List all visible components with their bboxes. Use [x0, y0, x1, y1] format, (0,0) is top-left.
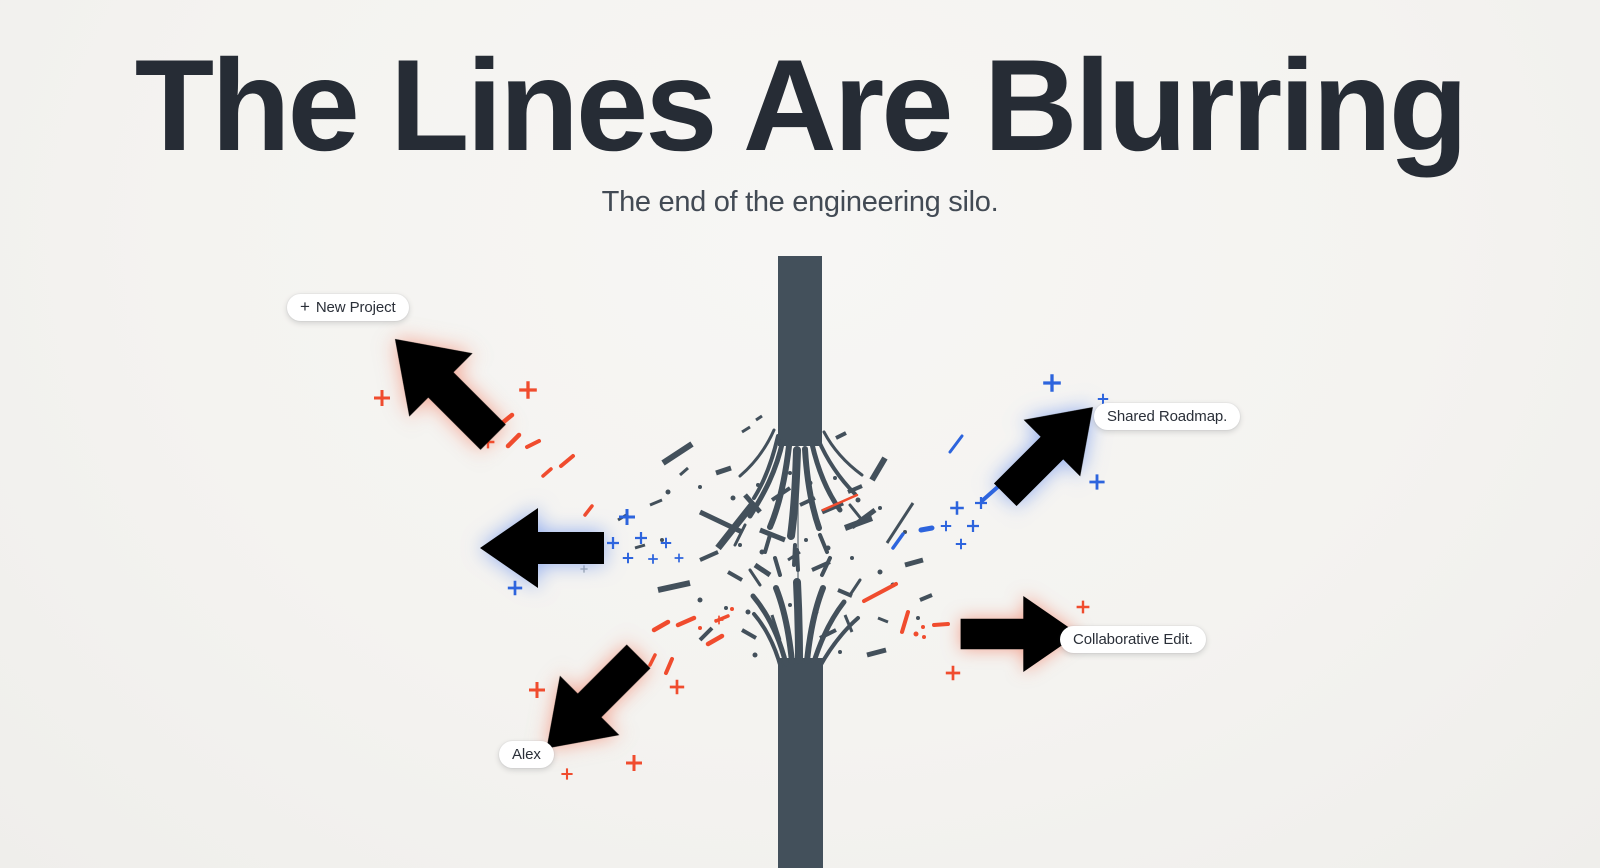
blue-debris — [891, 434, 1002, 550]
new-project-label: New Project — [315, 299, 396, 316]
collaborative-edit-tag[interactable]: Collaborative Edit. — [1060, 626, 1206, 653]
shared-roadmap-label: Shared Roadmap. — [1107, 408, 1228, 425]
silo-pillar-top — [733, 256, 864, 567]
new-project-cursor-icon — [363, 307, 525, 469]
silo-pillar-bottom — [748, 548, 862, 868]
shatter-debris — [617, 414, 933, 658]
left-cursor-icon — [480, 508, 604, 588]
red-debris — [498, 412, 950, 675]
alex-label: Alex — [512, 746, 541, 763]
alex-user-tag[interactable]: Alex — [499, 741, 554, 768]
shared-roadmap-cursor-icon — [976, 378, 1122, 524]
shared-roadmap-tag[interactable]: Shared Roadmap. — [1094, 403, 1241, 430]
plus-icon: + — [300, 297, 310, 316]
new-project-button[interactable]: + New Project — [287, 294, 409, 321]
page-subtitle: The end of the engineering silo. — [601, 186, 999, 218]
page-title: The Lines Are Blurring — [134, 32, 1468, 178]
collaborative-edit-label: Collaborative Edit. — [1073, 631, 1193, 648]
